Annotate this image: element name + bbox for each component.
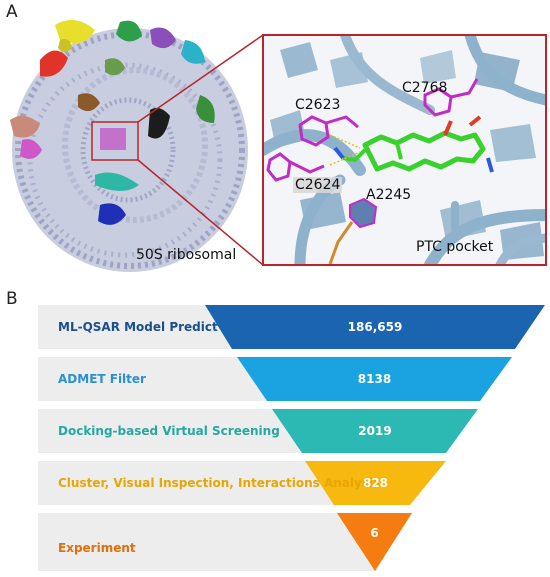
funnel-step-value-3: 2019	[358, 424, 392, 438]
funnel-step-label-1: ML-QSAR Model Predict	[58, 320, 218, 334]
funnel-segment-5	[337, 513, 412, 571]
residue-label-c2623: C2623	[295, 97, 341, 113]
funnel-band-4	[38, 461, 343, 505]
residue-label-c2768: C2768	[402, 80, 448, 96]
funnel-step-label-5: Experiment	[58, 541, 136, 555]
funnel-band-3	[38, 409, 308, 453]
funnel-segment-2	[237, 357, 512, 401]
ribosome-overview	[10, 20, 264, 272]
funnel-band-1	[38, 305, 243, 349]
funnel-segment-4	[305, 461, 446, 505]
funnel-segment-3	[272, 409, 478, 453]
residue-label-c2624: C2624	[293, 177, 343, 193]
pocket-caption: PTC pocket	[416, 239, 494, 255]
residue-label-a2245: A2245	[366, 187, 412, 203]
funnel-step-value-1: 186,659	[347, 320, 403, 334]
panel-b-label: B	[6, 289, 18, 309]
funnel-band-5	[38, 513, 378, 571]
funnel-step-value-2: 8138	[357, 372, 392, 386]
funnel-step-label-2: ADMET Filter	[58, 372, 146, 386]
funnel-band-2	[38, 357, 278, 401]
funnel-step-value-4: 828	[362, 476, 389, 490]
screening-funnel	[38, 305, 545, 571]
funnel-step-label-4: Cluster, Visual Inspection, Interactions…	[58, 476, 381, 490]
funnel-segment-1	[205, 305, 545, 349]
overview-caption: 50S ribosomal	[136, 247, 237, 263]
ptc-pocket-zoom	[262, 34, 547, 266]
funnel-step-label-3: Docking-based Virtual Screening	[58, 424, 280, 438]
funnel-step-value-5: 6	[370, 526, 379, 540]
panel-a-label: A	[6, 2, 18, 22]
